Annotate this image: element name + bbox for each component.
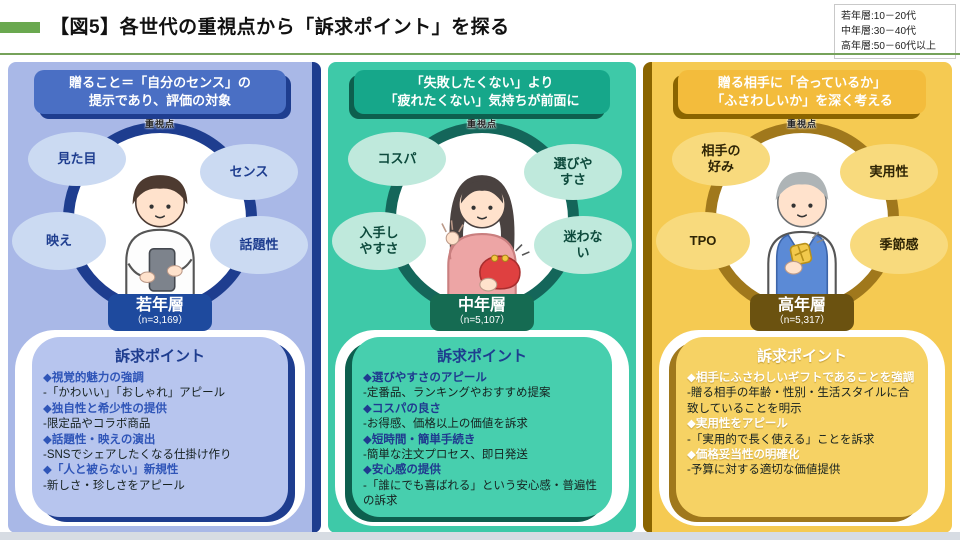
title-accent-dash — [0, 22, 40, 33]
appeal-point-heading: ◆価格妥当性の明確化 — [687, 449, 800, 462]
priority-bubble: センス — [200, 144, 298, 200]
appeal-point-detail: -限定品やコラボ商品 — [43, 418, 151, 431]
appeal-points-panel: 訴求ポイント ◆視覚的魅力の強調 -「かわいい」「おしゃれ」アピール ◆独自性と… — [15, 330, 305, 526]
appeal-point-detail: -贈る相手の年齢・性別・生活スタイルに合致していることを明示 — [687, 387, 910, 415]
priority-bubble: 相手の 好み — [672, 132, 770, 186]
appeal-point-heading: ◆実用性をアピール — [687, 418, 788, 431]
generation-label-middle: 中年層 （n=5,107） — [430, 294, 534, 332]
priority-bubble: 迷わな い — [534, 216, 632, 274]
young-man-with-smartphone-illustration — [95, 154, 225, 312]
appeal-point-heading: ◆選びやすさのアピール — [363, 372, 487, 384]
generation-name: 若年層 — [135, 297, 184, 314]
footer-strip — [0, 532, 960, 540]
generation-label-young: 若年層 （n=3,169） — [108, 294, 212, 332]
appeal-point-detail: -SNSでシェアしたくなる仕掛け作り — [43, 449, 232, 462]
page-title: 【図5】各世代の重視点から「訴求ポイント」を探る — [50, 17, 510, 38]
appeal-point-heading: ◆話題性・映えの演出 — [43, 433, 156, 446]
appeal-points-title: 訴求ポイント — [114, 348, 205, 365]
priority-bubble: 入手し やすさ — [332, 212, 426, 270]
appeal-point-detail: -「かわいい」「おしゃれ」アピール — [43, 387, 226, 400]
sample-size: （n=3,169） — [131, 315, 189, 327]
column-senior-focus-label: 重視点 — [786, 119, 817, 129]
appeal-point-heading: ◆「人と被らない」新規性 — [43, 464, 179, 477]
priority-bubble: 選びや すさ — [524, 144, 622, 200]
legend-line-senior: 高年層:50－60代以上 — [841, 41, 937, 52]
generation-name: 高年層 — [777, 297, 826, 314]
column-young: 贈ること＝「自分のセンス」の 提示であり、評価の対象 重視点 見た目 センス 映… — [8, 62, 321, 533]
appeal-point-detail: -予算に対する適切な価値提供 — [687, 464, 841, 477]
column-senior: 贈る相手に「合っているか」 「ふさわしいか」を深く考える 重視点 相手の 好み … — [643, 62, 952, 533]
priority-bubble: 実用性 — [840, 144, 938, 200]
appeal-point-heading: ◆視覚的魅力の強調 — [43, 372, 144, 384]
column-young-catchphrase: 贈ること＝「自分のセンス」の 提示であり、評価の対象 — [34, 70, 286, 114]
priority-bubble: 映え — [12, 212, 106, 270]
sample-size: （n=5,317） — [773, 315, 831, 327]
appeal-points-panel: 訴求ポイント ◆選びやすさのアピール -定番品、ランキングやおすすめ提案 ◆コス… — [335, 330, 629, 526]
appeal-points-box: 訴求ポイント ◆視覚的魅力の強調 -「かわいい」「おしゃれ」アピール ◆独自性と… — [32, 337, 288, 517]
priority-bubble: TPO — [656, 212, 750, 270]
woman-with-coin-purse-illustration — [417, 154, 547, 312]
priority-bubble: 季節感 — [850, 216, 948, 274]
appeal-point-heading: ◆コスパの良さ — [363, 402, 441, 415]
age-legend-box: 若年層:10－20代 中年層:30－40代 高年層:50－60代以上 — [834, 4, 956, 59]
column-middle-catchphrase: 「失敗したくない」より 「疲れたくない」気持ちが前面に — [354, 70, 610, 114]
priority-bubble: 話題性 — [210, 216, 308, 274]
legend-line-middle: 中年層:30－40代 — [841, 26, 917, 37]
column-senior-catchphrase: 贈る相手に「合っているか」 「ふさわしいか」を深く考える — [678, 70, 926, 114]
appeal-point-detail: -「実用的で長く使える」ことを訴求 — [687, 433, 875, 446]
generation-label-senior: 高年層 （n=5,317） — [750, 294, 854, 332]
appeal-point-heading: ◆安心感の提供 — [363, 464, 441, 477]
appeal-points-box: 訴求ポイント ◆相手にふさわしいギフトであることを強調 -贈る相手の年齢・性別・… — [676, 337, 928, 517]
appeal-point-detail: -「誰にでも喜ばれる」という安心感・普遍性の訴求 — [363, 479, 597, 508]
appeal-point-heading: ◆相手にふさわしいギフトであることを強調 — [687, 372, 915, 384]
header-divider — [0, 53, 960, 55]
appeal-point-heading: ◆短時間・簡単手続き — [363, 433, 476, 446]
appeal-point-heading: ◆独自性と希少性の提供 — [43, 402, 167, 415]
legend-line-young: 若年層:10－20代 — [841, 11, 917, 22]
priority-bubble: コスパ — [348, 132, 446, 186]
appeal-points-title: 訴求ポイント — [756, 348, 847, 365]
appeal-point-detail: -定番品、ランキングやおすすめ提案 — [363, 387, 551, 400]
sample-size: （n=5,107） — [453, 315, 511, 327]
older-man-with-gift-illustration — [737, 154, 867, 312]
column-middle: 「失敗したくない」より 「疲れたくない」気持ちが前面に 重視点 コスパ — [328, 62, 636, 533]
header: 【図5】各世代の重視点から「訴求ポイント」を探る 若年層:10－20代 中年層:… — [0, 0, 960, 59]
generation-name: 中年層 — [457, 297, 506, 314]
appeal-points-panel: 訴求ポイント ◆相手にふさわしいギフトであることを強調 -贈る相手の年齢・性別・… — [659, 330, 945, 526]
priority-bubble: 見た目 — [28, 132, 126, 186]
appeal-point-detail: -お得感、価格以上の価値を訴求 — [363, 418, 528, 431]
appeal-point-detail: -簡単な注文プロセス、即日発送 — [363, 449, 528, 462]
appeal-points-box: 訴求ポイント ◆選びやすさのアピール -定番品、ランキングやおすすめ提案 ◆コス… — [352, 337, 612, 517]
appeal-points-title: 訴求ポイント — [436, 348, 527, 365]
column-young-focus-label: 重視点 — [144, 119, 175, 129]
column-middle-focus-label: 重視点 — [466, 119, 497, 129]
appeal-point-detail: -新しさ・珍しさをアピール — [43, 479, 185, 492]
